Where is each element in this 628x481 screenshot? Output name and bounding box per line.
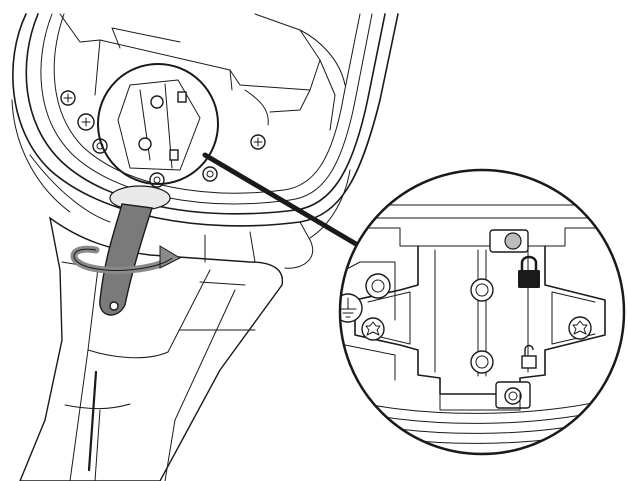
lock-closed-icon [518, 255, 540, 288]
housing-screw-1 [60, 90, 76, 106]
centre-screw-top [470, 278, 494, 302]
housing-body [11, 13, 399, 269]
handle [19, 216, 284, 481]
lock-slot-top [489, 229, 529, 253]
detail-source-circle [97, 63, 219, 185]
lock-slot-bottom [495, 381, 531, 409]
detail-magnifier-outline [338, 168, 626, 456]
ground-screw [365, 273, 391, 299]
ground-icon [340, 293, 363, 323]
centre-screw-bottom [470, 350, 494, 374]
torx-screw-left [361, 317, 385, 341]
housing-interior [59, 13, 346, 131]
detail-magnifier-background [340, 170, 624, 454]
housing-screw-5 [202, 166, 218, 182]
torx-screw-right [568, 316, 592, 340]
lock-open-icon [521, 344, 537, 369]
housing-screw-2 [77, 113, 95, 131]
detail-leader-line [202, 152, 359, 247]
housing-screw-4 [250, 134, 266, 150]
key [99, 185, 171, 316]
rotation-arrow-icon [70, 245, 182, 274]
